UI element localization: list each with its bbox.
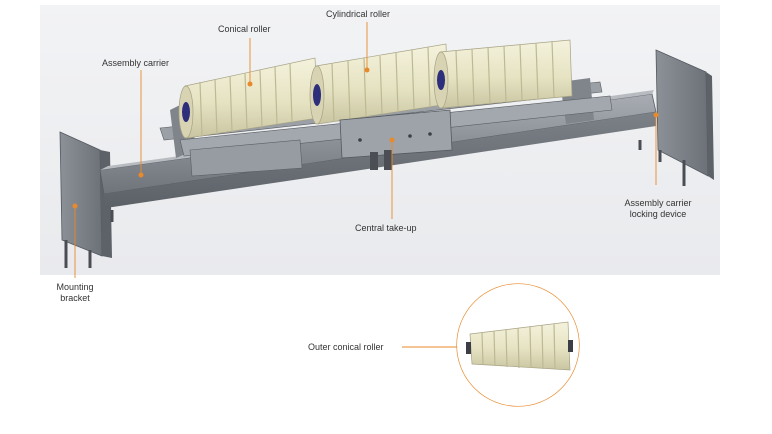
label-cylindrical-roller: Cylindrical roller: [326, 9, 391, 19]
central-take-up: [339, 109, 453, 170]
label-assembly-carrier: Assembly carrier: [102, 58, 170, 68]
roller-ribs: [199, 40, 555, 137]
label-locking-device-line1: Assembly carrier: [624, 198, 692, 208]
label-central-take-up: Central take-up: [355, 223, 417, 233]
leader-dots: [72, 67, 659, 209]
label-locking-device-line2: locking device: [629, 209, 687, 219]
outer-conical-roller-detail: [456, 283, 580, 407]
label-mounting-bracket: Mounting bracket: [46, 282, 104, 304]
label-assembly-carrier-locking-device: Assembly carrier locking device: [613, 198, 703, 220]
label-mounting-bracket-line1: Mounting: [56, 282, 94, 292]
label-conical-roller: Conical roller: [218, 24, 271, 34]
label-mounting-bracket-line2: bracket: [60, 293, 90, 303]
label-outer-conical-roller: Outer conical roller: [308, 342, 384, 352]
right-mounting-bracket: [638, 49, 714, 186]
